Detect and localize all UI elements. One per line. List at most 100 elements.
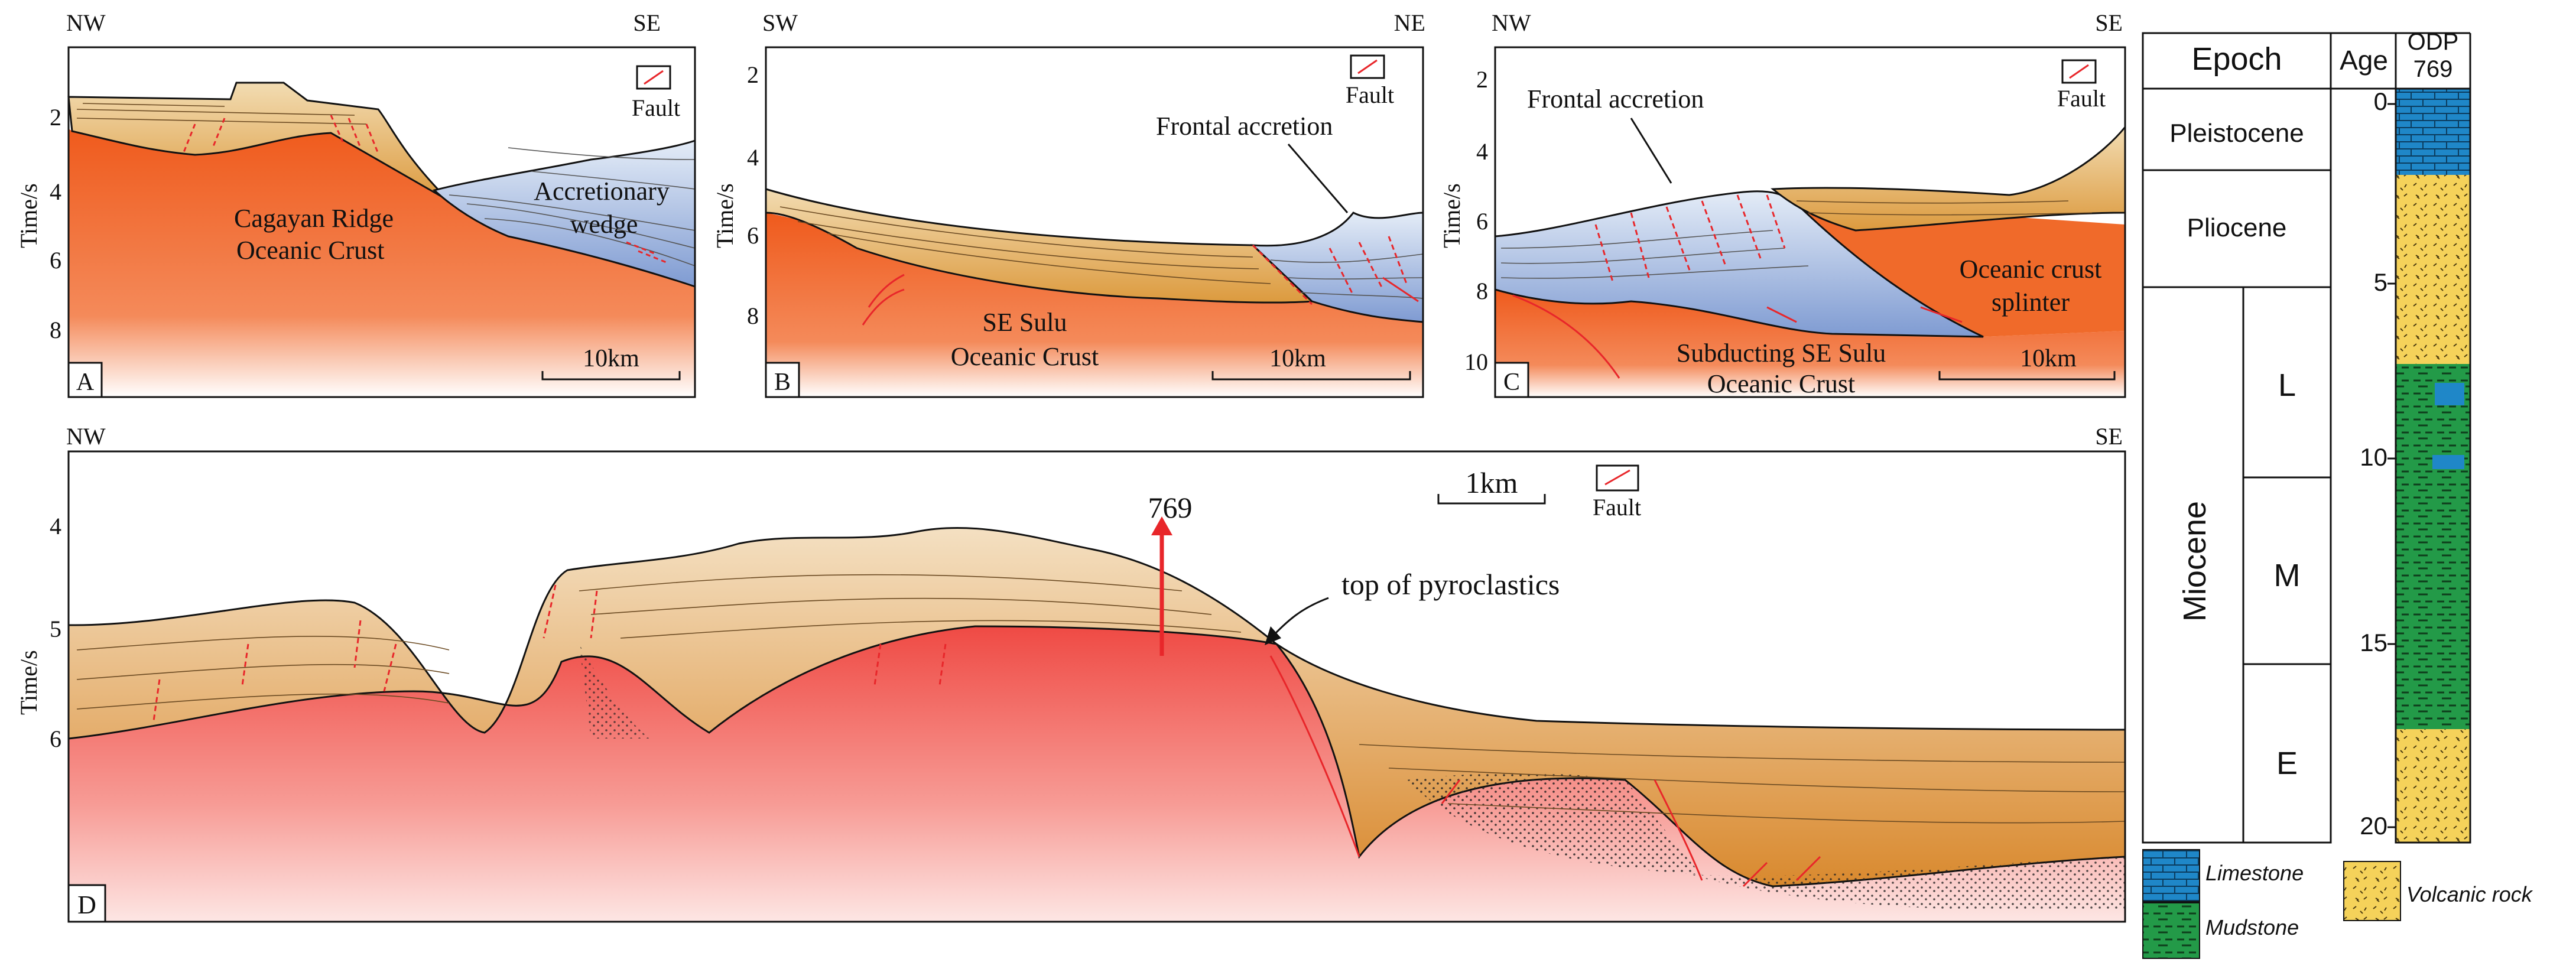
age-tick: 0 [2374,87,2387,115]
panel-c-section [1494,124,2126,397]
panel-b-legend-label: Fault [1346,82,1394,108]
odp-volcanic [2396,729,2470,843]
mudstone-label: Mudstone [2205,915,2299,939]
epoch-pliocene: Pliocene [2187,213,2287,242]
volcanic-swatch [2343,861,2401,921]
panel-a-right-direction: SE [633,9,661,36]
panel-a-label: Oceanic Crust [236,236,384,265]
panel-c-right-direction: SE [2095,9,2123,36]
panel-b-label: Frontal accretion [1156,112,1333,141]
panel-a-scale-label: 10km [583,345,639,372]
panel-c-frame [1494,46,2126,398]
panel-b-scale-label: 10km [1269,345,1326,372]
panel-d-section [67,526,2126,922]
panel-a-ytick: 4 [50,178,61,205]
subepoch-late: L [2278,368,2296,403]
panel-c-label: splinter [1992,288,2070,317]
epoch-pleistocene: Pleistocene [2169,119,2304,148]
panel-c-id: C [1503,369,1520,396]
panel-a-ytick: 6 [50,247,61,274]
panel-d-scale-bar [1437,494,1546,505]
panel-d-ytick: 5 [50,616,61,642]
panel-c-legend-label: Fault [2057,85,2106,112]
panel-a-scale-bar [541,371,681,381]
age-tick: 15 [2360,629,2387,656]
panel-c-ytick: 10 [1464,349,1488,375]
panel-b-frame [765,46,1424,398]
odp-volcanic [2396,175,2470,364]
odp-mudstone [2396,364,2470,729]
panel-b-ylabel: Time/s [712,183,738,248]
panel-b: SW NE 2 4 6 8 Time/s Frontal accretion S… [712,9,1425,398]
panel-a-ylabel: Time/s [15,183,42,248]
panel-b-ytick: 8 [747,303,759,329]
panel-c-ytick: 4 [1476,138,1488,165]
panel-d-ytick: 6 [50,726,61,752]
panel-a-frame [67,46,696,398]
odp-header: ODP [2408,29,2459,55]
panel-b-section [765,187,1424,397]
panel-d-ytick: 4 [50,513,61,539]
lithology-legend: Limestone Mudstone Volcanic rock [2142,849,2533,959]
fault-line-icon [1357,59,1378,74]
panel-c: NW SE 2 4 6 8 10 Time/s Frontal accretio… [1438,9,2126,398]
panel-c-label: Subducting SE Sulu [1677,339,1886,368]
panel-c-ylabel: Time/s [1438,183,1465,248]
panel-c-scale-label: 10km [2020,345,2077,372]
panel-d-legend-label: Fault [1593,494,1641,521]
panel-a-label: Accretionary [534,177,670,206]
panel-a-legend-label: Fault [632,95,680,121]
fault-line-icon [2069,64,2089,79]
panel-d-scale-label: 1km [1466,466,1518,499]
panel-b-left-direction: SW [762,9,798,36]
panel-d-frame [67,450,2126,923]
age-tick: 20 [2360,812,2387,840]
age-tick: 5 [2374,268,2387,296]
panel-b-label: Oceanic Crust [951,342,1099,371]
epoch-miocene: Miocene [2177,501,2213,622]
subepoch-early: E [2276,746,2298,781]
panel-c-label: Oceanic crust [1960,255,2102,284]
panel-a-left-direction: NW [66,9,106,36]
panel-c-ytick: 2 [1476,66,1488,93]
odp-header: 769 [2413,56,2453,82]
panel-b-ytick: 2 [747,61,759,88]
panel-d-id: D [77,890,96,919]
panel-c-left-direction: NW [1492,9,1531,36]
volcanic-label: Volcanic rock [2406,882,2533,906]
panel-c-label: Frontal accretion [1527,84,1704,113]
site-769-label: 769 [1148,491,1193,524]
limestone-swatch [2142,849,2200,902]
panel-d-right-direction: SE [2095,423,2123,450]
panel-b-scale-bar [1211,371,1411,381]
panel-b-ytick: 4 [747,144,759,171]
epoch-header: Epoch [2191,41,2282,77]
panel-c-ytick: 8 [1476,278,1488,304]
panel-b-right-direction: NE [1394,9,1425,36]
strat-column: Epoch Age ODP 769 Pleistocene Pliocene M… [2142,29,2471,844]
age-header: Age [2340,45,2388,76]
limestone-label: Limestone [2205,861,2304,885]
panel-a-label: wedge [570,210,638,239]
panel-b-ytick: 6 [747,222,759,249]
panel-d-ylabel: Time/s [15,650,42,715]
panel-a-id: A [76,369,95,396]
panel-b-id: B [774,369,791,396]
panel-a: NW SE 2 4 6 8 Time/s Cagayan Ridge Ocean… [15,9,696,398]
panel-b-label: SE Sulu [982,308,1067,337]
panel-c-ytick: 6 [1476,208,1488,235]
panel-a-ytick: 8 [50,317,61,343]
fault-line-icon [1604,469,1630,486]
fault-legend-icon [1596,464,1639,492]
panel-c-label: Oceanic Crust [1707,369,1855,398]
panel-a-label: Cagayan Ridge [234,204,394,233]
panel-c-scale-bar [1938,371,2116,381]
mudstone-swatch [2142,902,2200,959]
odp-limestone [2396,89,2470,175]
age-tick: 10 [2360,443,2387,471]
panel-d-left-direction: NW [66,423,106,450]
pyroclastics-label: top of pyroclastics [1341,568,1560,601]
subepoch-middle: M [2274,558,2301,593]
fault-line-icon [644,70,664,85]
